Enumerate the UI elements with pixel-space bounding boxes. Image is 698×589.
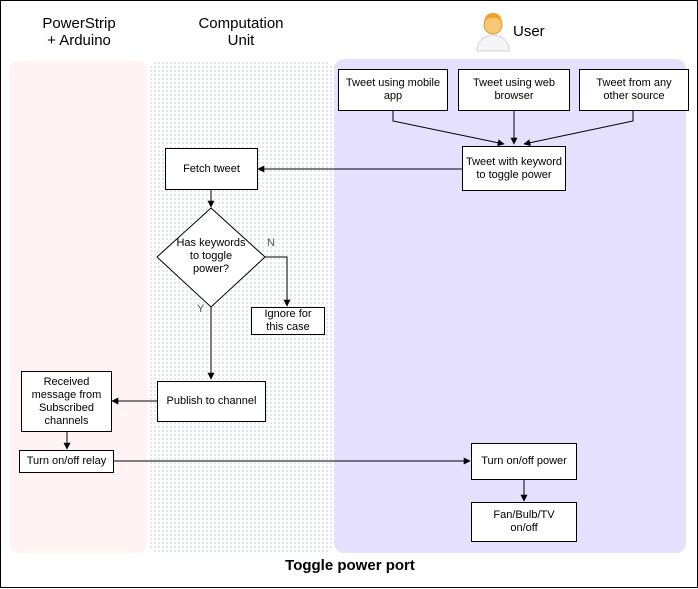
lane-header-user: User [513, 23, 545, 40]
connector-other-to-keyword [523, 111, 634, 147]
tweet-keyword-box: Tweet with keyword to toggle power [462, 146, 566, 191]
tweet-other-source-box: Tweet from any other source [579, 69, 689, 111]
ignore-box: Ignore for this case [251, 307, 325, 335]
turn-relay-box: Turn on/off relay [19, 450, 114, 473]
connector-decision-no [265, 256, 291, 307]
tweet-mobile-app-box: Tweet using mobile app [338, 69, 448, 111]
tweet-web-browser-box: Tweet using web browser [458, 69, 570, 111]
diagram-caption: Toggle power port [285, 557, 415, 574]
user-icon [476, 13, 510, 52]
device-box: Fan/Bulb/TV on/off [471, 502, 577, 542]
lane-header-powerstrip: PowerStrip + Arduino [42, 15, 116, 49]
fetch-tweet-box: Fetch tweet [165, 148, 258, 190]
lane-header-computation: Computation Unit [198, 15, 284, 49]
turn-power-box: Turn on/off power [471, 443, 577, 480]
yes-branch-label: Y [197, 303, 205, 315]
publish-channel-box: Publish to channel [157, 381, 266, 422]
no-branch-label: N [267, 237, 275, 249]
decision-label: Has keywords to toggle power? [176, 237, 246, 275]
connector-mobile-to-keyword [392, 111, 505, 147]
received-message-box: Received message from Subscribed channel… [21, 371, 112, 432]
